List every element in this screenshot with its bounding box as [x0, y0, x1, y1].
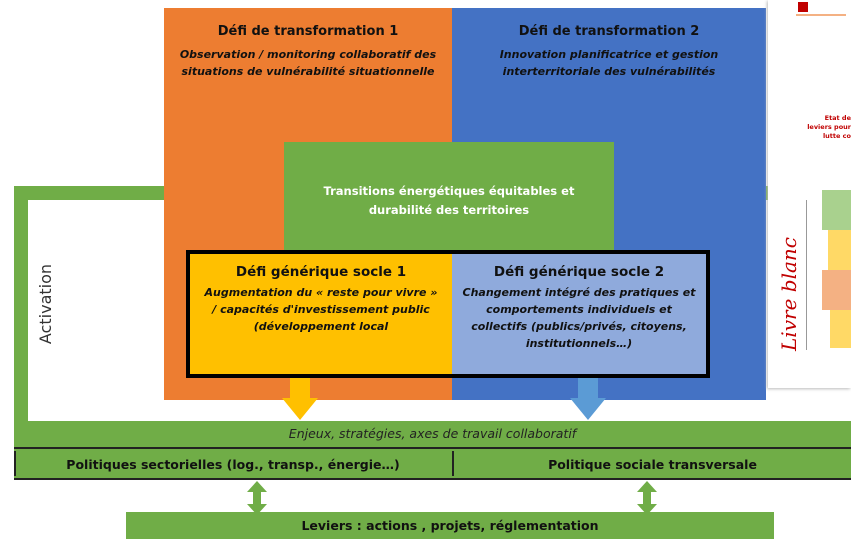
enjeux-band: Enjeux, stratégies, axes de travail coll… — [14, 421, 851, 447]
livre-blanc-heading: Etat de leviers pour lutte co — [807, 114, 851, 140]
right-double-arrow-icon — [637, 481, 657, 515]
socle-frame: Défi générique socle 1 Augmentation du «… — [186, 250, 710, 378]
defi-transformation-1-text: Observation / monitoring collaboratif de… — [179, 48, 437, 78]
socle-1-panel: Défi générique socle 1 Augmentation du «… — [190, 254, 452, 374]
leviers-text: Leviers : actions , projets, réglementat… — [301, 518, 599, 533]
left-double-arrow-icon — [247, 481, 267, 515]
center-transitions-box: Transitions énergétiques équitables et d… — [284, 142, 614, 250]
leviers-band: Leviers : actions , projets, réglementat… — [126, 512, 774, 539]
socle-1-text: Augmentation du « reste pour vivre » / c… — [204, 286, 438, 333]
enjeux-text: Enjeux, stratégies, axes de travail coll… — [288, 426, 577, 441]
livre-blanc-cover-title: Livre blanc — [777, 237, 801, 351]
defi-transformation-2-title: Défi de transformation 2 — [518, 24, 700, 39]
socle-2-arrow-icon — [570, 398, 606, 420]
livre-blanc-snippet: Etat de leviers pour lutte co Livre blan… — [768, 0, 851, 388]
logo-icon — [798, 2, 808, 12]
socle-1-arrow-icon — [282, 398, 318, 420]
socle-1-title: Défi générique socle 1 — [235, 264, 407, 280]
politiques-band: Politiques sectorielles (log., transp., … — [14, 447, 851, 480]
politique-sociale: Politique sociale transversale — [548, 457, 757, 472]
defi-transformation-2-text: Innovation planificatrice et gestion int… — [499, 48, 719, 78]
politiques-sectorielles: Politiques sectorielles (log., transp., … — [66, 457, 400, 472]
socle-2-text: Changement intégré des pratiques et comp… — [462, 286, 696, 350]
socle-2-panel: Défi générique socle 2 Changement intégr… — [452, 254, 706, 374]
socle-2-title: Défi générique socle 2 — [493, 264, 665, 280]
center-transitions-text: Transitions énergétiques équitables et d… — [323, 184, 575, 217]
defi-transformation-1-title: Défi de transformation 1 — [217, 24, 399, 39]
